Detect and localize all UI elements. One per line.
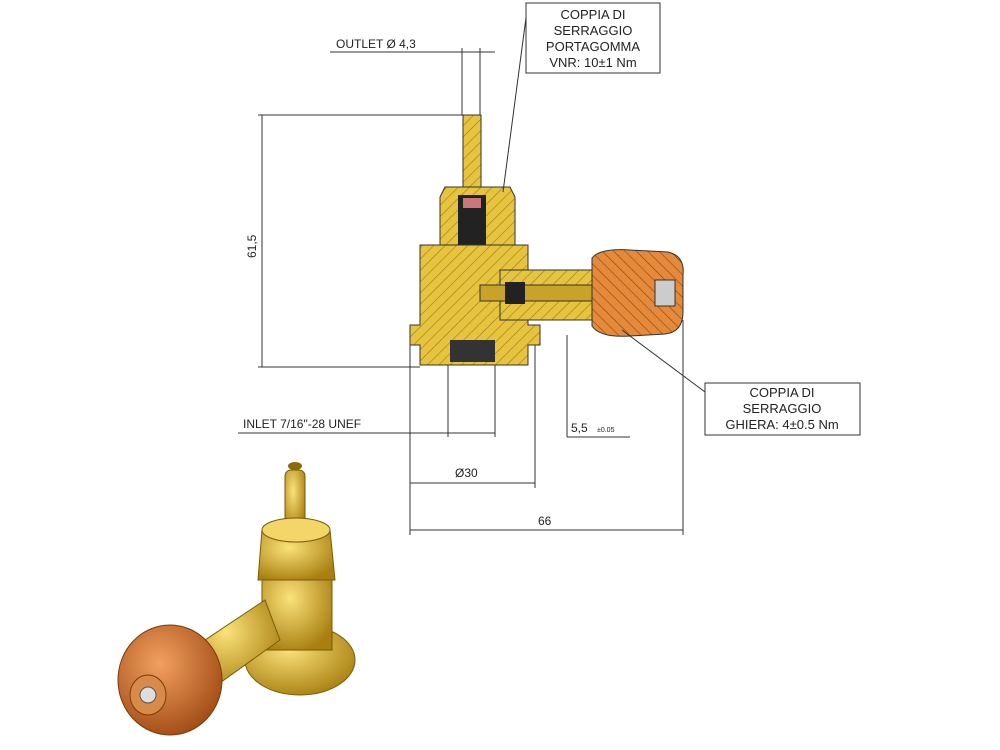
width-label: 66 [538,514,552,528]
callout-vnr-line: SERRAGGIO [554,23,633,38]
dimension-labels: OUTLET Ø 4,3 61,5 INLET 7/16"-28 UNEF 5,… [243,37,615,528]
callout-ghiera-line: COPPIA DI [749,385,814,400]
callout-ghiera-line: GHIERA: 4±0.5 Nm [725,417,838,432]
tolerance-label: 5,5 [571,421,588,435]
callout-vnr-line: PORTAGOMMA [546,39,640,54]
callout-vnr-line: VNR: 10±1 Nm [549,55,636,70]
outlet-label: OUTLET Ø 4,3 [336,37,416,51]
dimension-lines [238,9,706,535]
height-label: 61,5 [245,234,259,258]
inlet-label: INLET 7/16"-28 UNEF [243,417,361,431]
tolerance-sub-label: ±0.05 [597,427,615,434]
callout-vnr-line: COPPIA DI [560,7,625,22]
callout-ghiera: COPPIA DI SERRAGGIO GHIERA: 4±0.5 Nm [704,382,861,436]
section-view [409,114,684,366]
callout-ghiera-line: SERRAGGIO [743,401,822,416]
diameter-label: Ø30 [455,466,478,480]
valve-3d-render [117,462,356,736]
callout-vnr: COPPIA DI SERRAGGIO PORTAGOMMA VNR: 10±1… [525,2,661,74]
